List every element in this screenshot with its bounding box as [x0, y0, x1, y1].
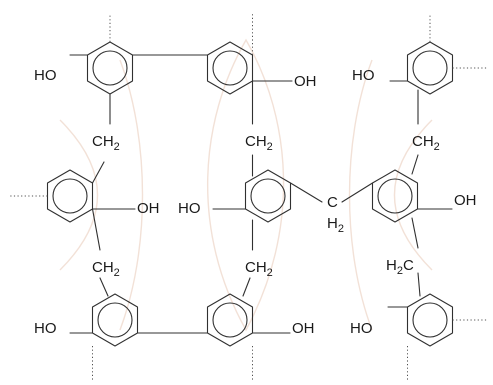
- ring-middle-left: [46, 169, 94, 223]
- label-ch2-left-upper: CH2: [92, 133, 120, 153]
- bond-h2c-to-bottom-right: [417, 272, 421, 297]
- label-ch2-middle-upper: CH2: [245, 133, 273, 153]
- background-watermark: [59, 38, 433, 332]
- label-ch2-middle-lower: CH2: [245, 259, 273, 279]
- label-ho-bottom-left: HO: [34, 320, 57, 337]
- label-ho-middle-center: HO: [178, 200, 201, 217]
- label-oh-bottom-middle: OH: [292, 320, 315, 337]
- label-oh-top-middle: OH: [294, 73, 317, 90]
- bond-ch2-to-bottom-left: [99, 277, 109, 297]
- label-h2c-right-lower: H2C: [386, 257, 414, 277]
- ring-top-right: [406, 41, 454, 95]
- bond-middle-left-down: [91, 208, 101, 251]
- label-ho-bottom-right: HO: [350, 320, 373, 337]
- label-ch2-right-upper: CH2: [412, 133, 440, 153]
- bond-c-to-middle-right: [341, 182, 374, 203]
- label-ho-top-right: HO: [352, 67, 375, 84]
- ring-top-middle: [206, 41, 254, 95]
- bond-ch2-to-middle-left: [91, 161, 105, 184]
- label-oh-middle-left: OH: [137, 200, 160, 217]
- bond-middle-center-to-c: [289, 182, 323, 203]
- ring-bottom-middle: [206, 293, 254, 347]
- label-ch2-left-lower: CH2: [92, 259, 120, 279]
- label-c-middle-bridge: C: [327, 194, 338, 211]
- ring-bottom-left: [91, 293, 139, 347]
- bond-ch2-to-bottom-middle: [242, 277, 251, 297]
- label-h2-middle-bridge: H2: [327, 215, 344, 235]
- bond-ch2-to-middle-right: [411, 154, 419, 175]
- label-ho-top-left: HO: [34, 67, 57, 84]
- ring-top-left: [86, 41, 134, 95]
- label-oh-middle-right: OH: [454, 192, 477, 209]
- bond-middle-right-down: [411, 217, 419, 249]
- ring-bottom-right: [406, 293, 454, 347]
